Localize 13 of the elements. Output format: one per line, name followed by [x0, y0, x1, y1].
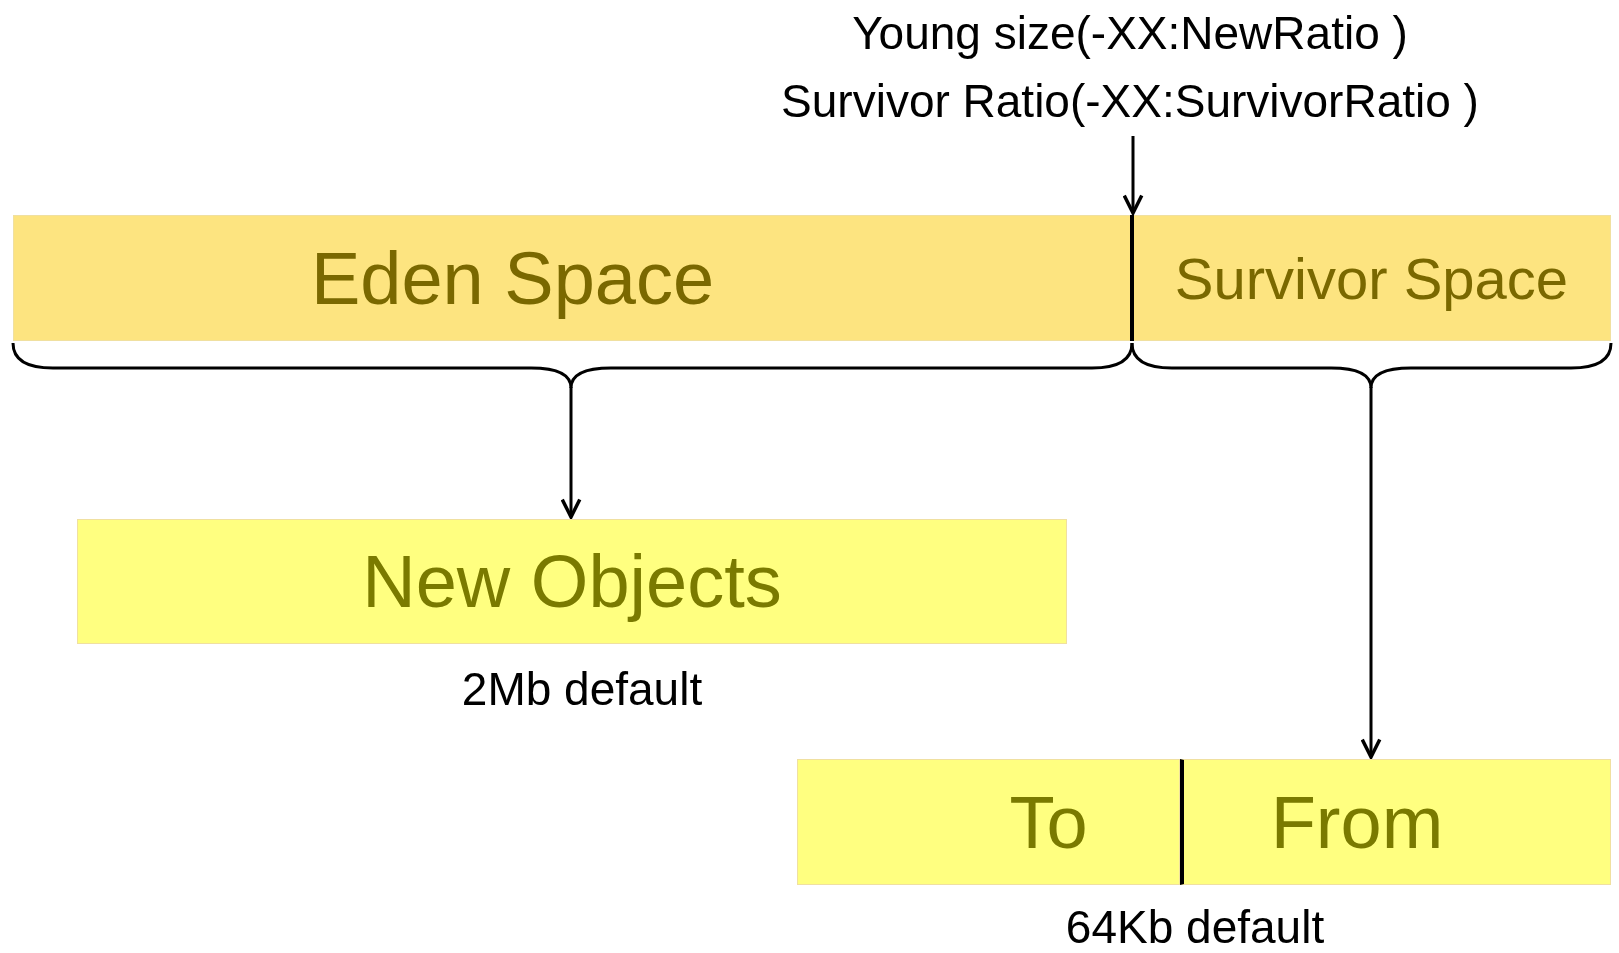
size-note: 64Kb default: [1065, 900, 1325, 953]
parameter-text: Survivor Ratio(-XX:SurvivorRatio ): [781, 74, 1479, 128]
from-space-box: From: [1180, 759, 1611, 885]
arrow: [560, 387, 582, 519]
to-space-box: To: [797, 759, 1180, 885]
parameter-text: Young size(-XX:NewRatio ): [852, 6, 1408, 60]
arrow: [1122, 136, 1144, 215]
divider-bar: [1130, 215, 1134, 341]
survivor-space-box: Survivor Space: [1132, 215, 1611, 341]
new-objects-box: New Objects: [77, 519, 1067, 644]
size-note: 2Mb default: [461, 662, 703, 716]
arrow: [1360, 387, 1382, 759]
eden-space-box: Eden Space: [13, 215, 1132, 341]
